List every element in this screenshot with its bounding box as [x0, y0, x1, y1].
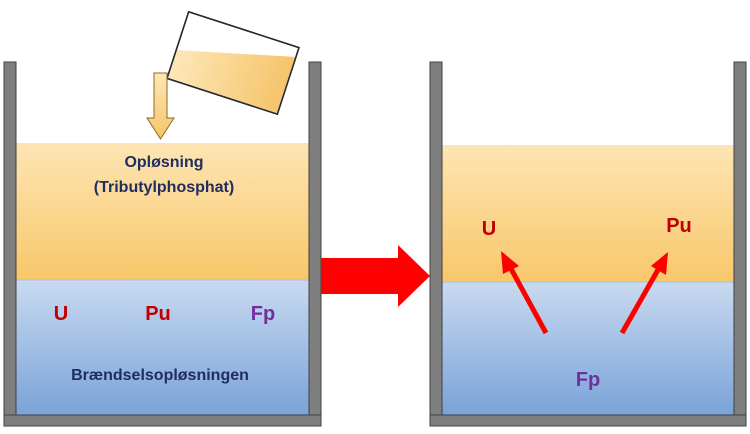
solvent-label-line2: (Tributylphosphat) [94, 179, 234, 196]
right-beaker [429, 61, 747, 427]
u-migration-arrow [501, 251, 549, 335]
right-element-u: U [482, 218, 496, 240]
left-beaker-bottom [3, 414, 322, 427]
aqueous-label: Brændselsopløsningen [71, 367, 249, 384]
left-beaker [3, 61, 322, 427]
left-element-pu: Pu [145, 303, 171, 325]
solvent-label-line1: Opløsning [124, 154, 203, 171]
flask-liquid [168, 50, 295, 113]
right-beaker-wall-right [733, 61, 747, 427]
right-element-pu: Pu [666, 215, 692, 237]
left-element-fp: Fp [251, 303, 275, 325]
right-organic-layer [442, 145, 734, 282]
pouring-flask [166, 10, 300, 116]
left-beaker-wall-right [308, 61, 322, 427]
right-beaker-wall-left [429, 61, 443, 427]
pu-migration-arrow [619, 252, 668, 335]
left-element-u: U [54, 303, 68, 325]
pour-arrow [146, 72, 175, 140]
right-beaker-bottom [429, 414, 747, 427]
right-element-fp: Fp [576, 369, 600, 391]
transition-arrow [321, 245, 430, 307]
right-aqueous-layer [442, 282, 734, 415]
left-beaker-wall-left [3, 61, 17, 427]
left-organic-layer [16, 143, 309, 280]
left-aqueous-layer [16, 280, 309, 415]
